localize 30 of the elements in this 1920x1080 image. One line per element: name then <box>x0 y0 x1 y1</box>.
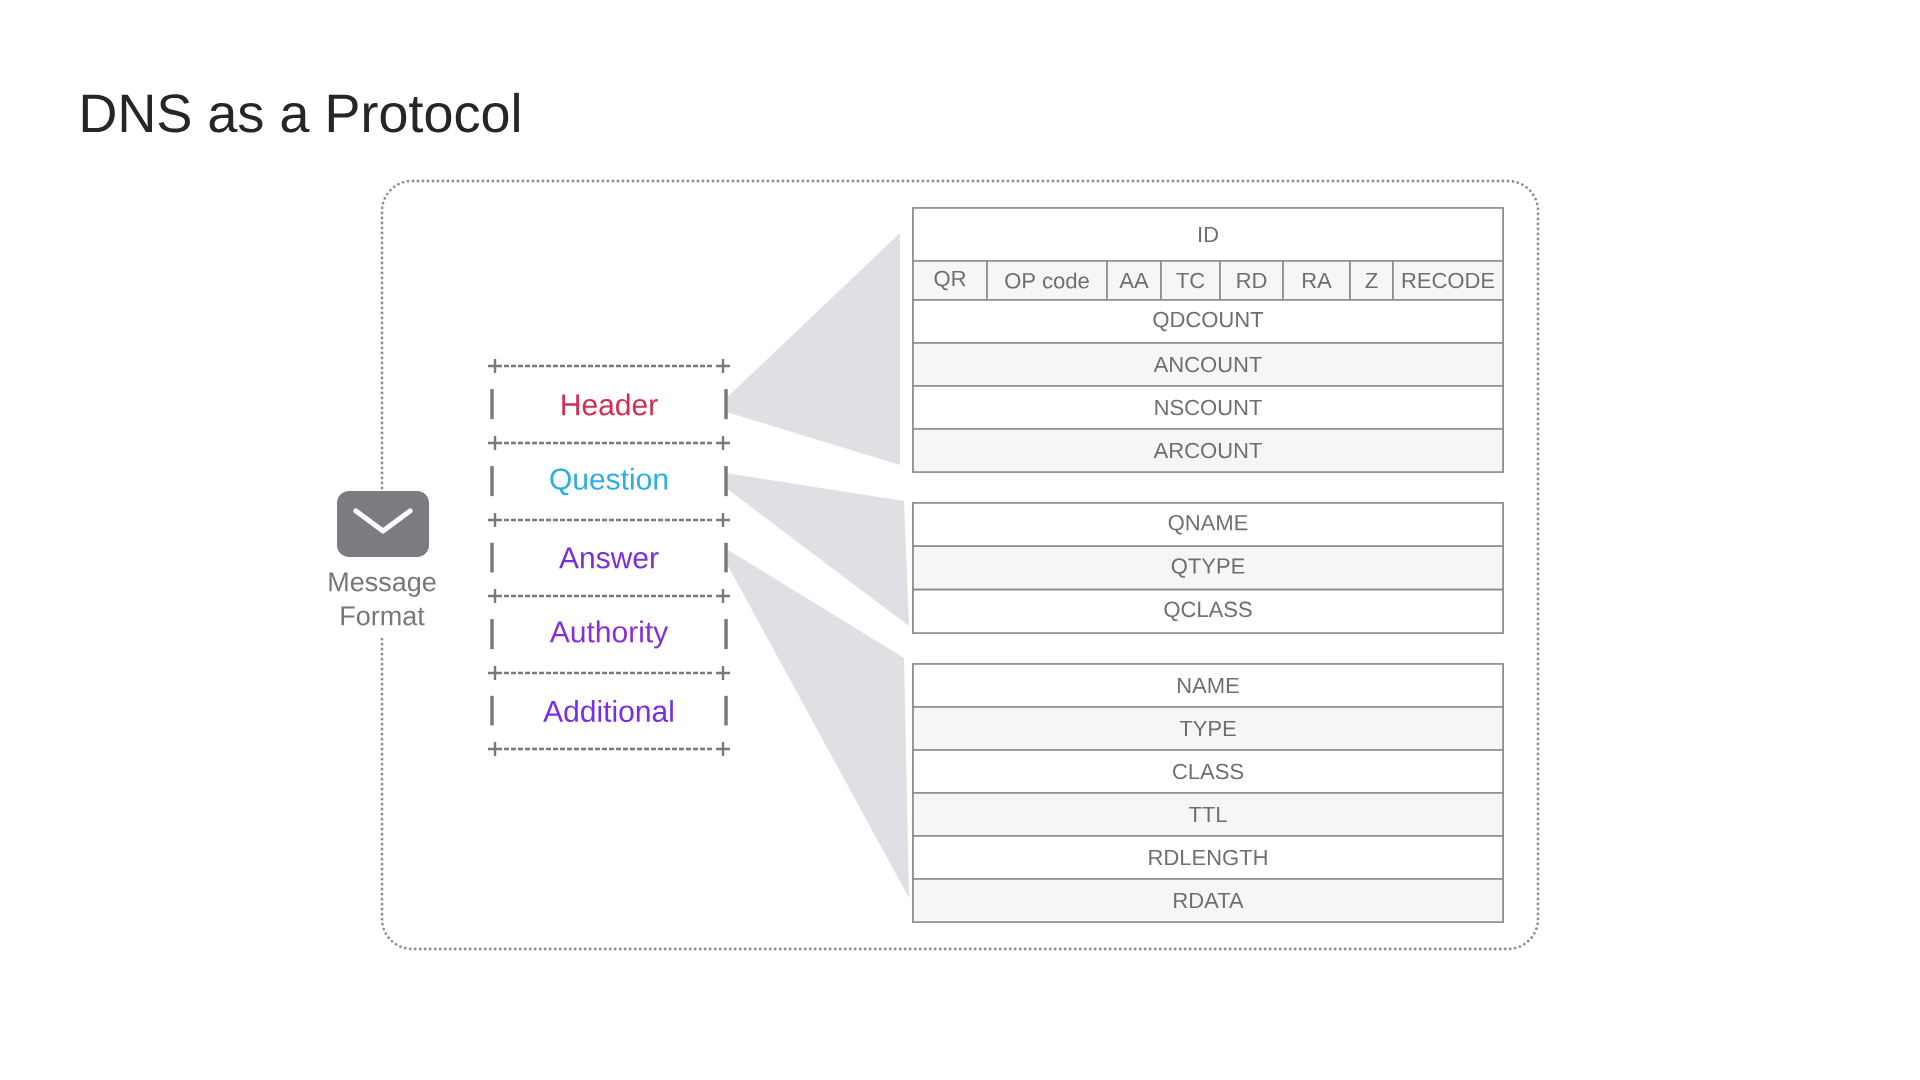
section-box: Additional <box>486 664 732 758</box>
section-box: Question <box>486 434 732 497</box>
table-cell: NAME <box>912 663 1504 708</box>
title: DNS as a Protocol <box>82 92 519 133</box>
table-cell: ARCOUNT <box>912 428 1504 473</box>
callout-wedge <box>728 550 909 898</box>
table-cell: RA <box>1282 260 1351 301</box>
table-cell: AA <box>1106 260 1162 301</box>
table-cell: RDATA <box>912 878 1504 923</box>
table-cell: RDLENGTH <box>912 835 1504 880</box>
table-cell: QDCOUNT <box>912 299 1504 344</box>
table-cell: TC <box>1160 260 1221 301</box>
section-box: Authority <box>486 587 732 650</box>
table-cell: ID <box>912 207 1504 262</box>
table-cell: QNAME <box>912 502 1504 548</box>
table-cell: RD <box>1219 260 1284 301</box>
table-cell: CLASS <box>912 749 1504 794</box>
section-box: Answer <box>486 511 732 573</box>
table-cell: QCLASS <box>912 588 1504 634</box>
table-cell: Z <box>1349 260 1394 301</box>
table-cell: QTYPE <box>912 545 1504 591</box>
section-box: Header <box>486 357 732 420</box>
table-cell: NSCOUNT <box>912 385 1504 430</box>
frame-heading: Message Format <box>329 572 436 626</box>
table-cell: TYPE <box>912 706 1504 751</box>
table-cell: ANCOUNT <box>912 342 1504 387</box>
table-cell: TTL <box>912 792 1504 837</box>
callout-wedge <box>728 473 909 626</box>
table-cell: QR <box>912 260 988 301</box>
callout-wedge <box>728 233 900 465</box>
